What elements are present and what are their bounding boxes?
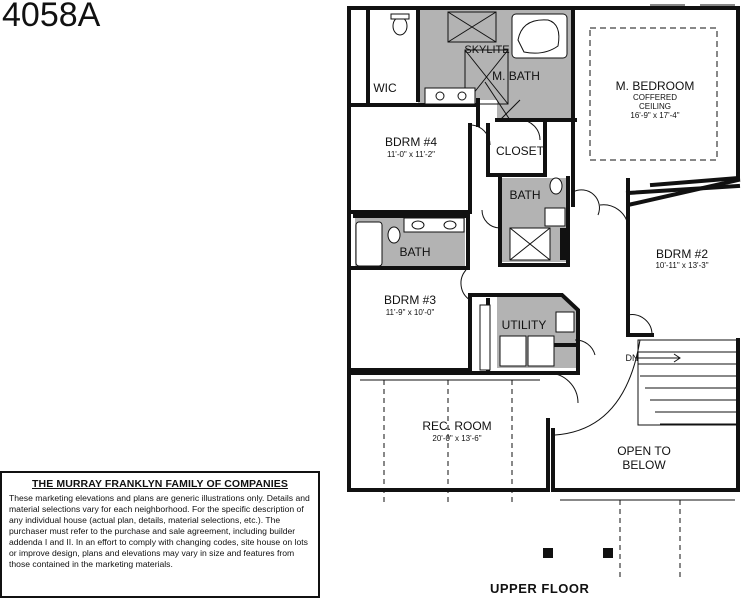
toilet (392, 16, 408, 36)
bdrm3-label: BDRM #3 (384, 293, 436, 307)
bdrm3-dim: 11'-9" x 10'-0" (386, 308, 435, 317)
coffered-ceiling (589, 27, 718, 161)
m-bedroom-note-2: CEILING (639, 102, 671, 111)
rec-room-dim: 20'-0" x 13'-6" (432, 434, 481, 443)
m-bedroom-note-1: COFFERED (633, 93, 677, 102)
bath-center-label: BATH (509, 188, 540, 202)
wic-label: WIC (373, 81, 397, 95)
m-bedroom-label: M. BEDROOM (616, 79, 695, 93)
skylite-label: SKYLITE (464, 44, 509, 56)
stairs (637, 339, 739, 426)
stairs-dn-label: DN (626, 353, 639, 363)
bdrm2-dim: 10'-11" x 13'-3" (655, 261, 708, 270)
m-bath-label: M. BATH (492, 69, 540, 83)
center-toilet (549, 177, 563, 195)
floor-label: UPPER FLOOR (490, 581, 590, 596)
bdrm4-dim: 11'-0" x 11'-2" (387, 150, 435, 159)
plan-number: 4058A (2, 0, 101, 34)
left-tub (355, 221, 383, 267)
bdrm2-label: BDRM #2 (656, 247, 708, 261)
walls (347, 6, 741, 492)
bath-left-label: BATH (399, 245, 430, 259)
room-labels: WIC SKYLITE M. BATH M. BEDROOM COFFERED … (373, 44, 708, 472)
vanity (424, 87, 476, 105)
posts (543, 228, 613, 558)
open-to-below-label-2: BELOW (622, 458, 666, 472)
closet-label: CLOSET (496, 144, 545, 158)
open-to-below-label-1: OPEN TO (617, 444, 671, 458)
disclaimer-body: These marketing elevations and plans are… (9, 493, 310, 569)
rec-room-label: REC. ROOM (422, 419, 491, 433)
fixtures (355, 4, 739, 578)
m-bedroom-dim: 16'-9" x 17'-4" (630, 111, 679, 120)
bdrm4-label: BDRM #4 (385, 135, 437, 149)
utility-label: UTILITY (502, 318, 547, 332)
door-swings (460, 119, 653, 404)
disclaimer-box: THE MURRAY FRANKLYN FAMILY OF COMPANIES … (0, 471, 320, 598)
disclaimer-title: THE MURRAY FRANKLYN FAMILY OF COMPANIES (32, 478, 288, 490)
shower (447, 11, 497, 43)
